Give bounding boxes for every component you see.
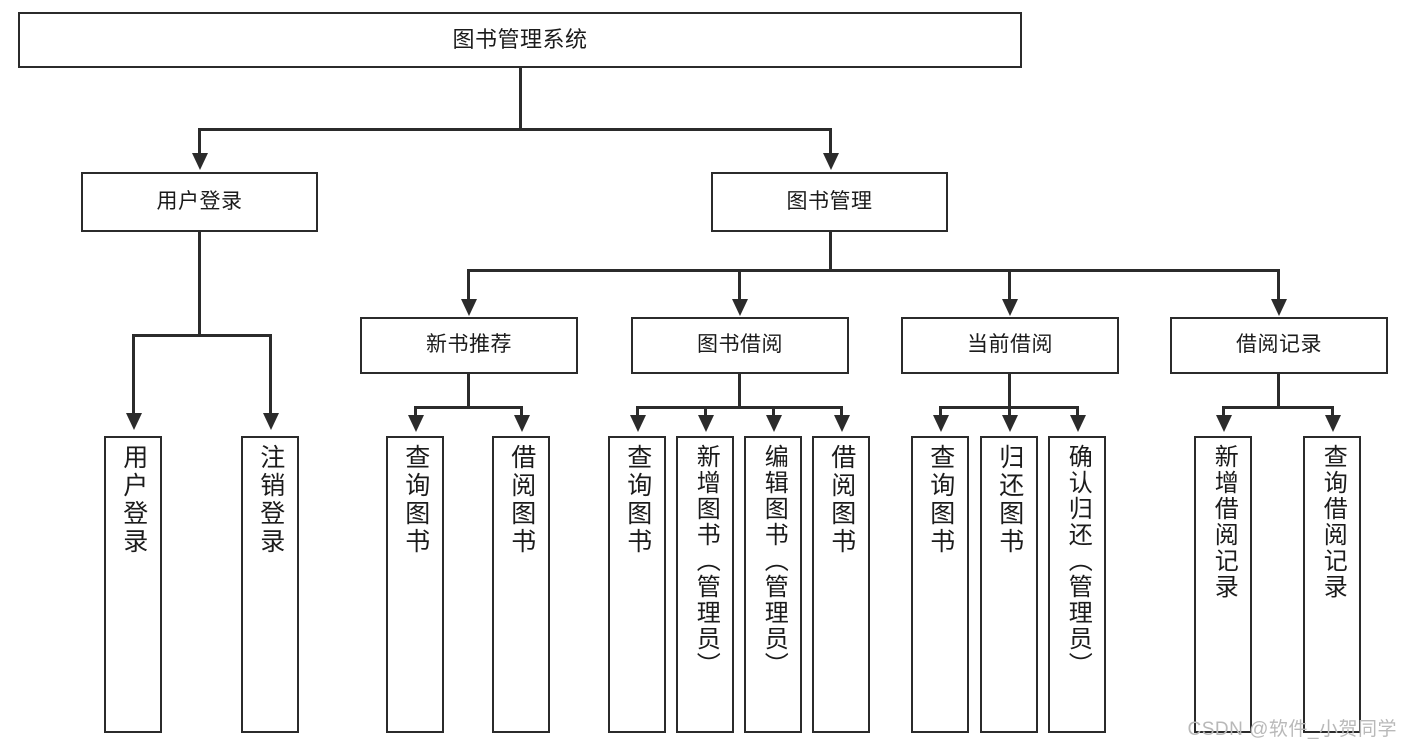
arrow-book-borrow-to-leaf-4	[834, 415, 850, 432]
node-book-borrow[interactable]: 图书借阅	[631, 317, 849, 374]
connector-book-management-stem	[829, 232, 832, 272]
leaf-book-borrow-edit-admin[interactable]: 编辑图书（管理员）	[744, 436, 802, 733]
arrow-book-borrow-to-leaf-3	[766, 415, 782, 432]
connector-user-login-stem	[198, 232, 201, 336]
node-book-management[interactable]: 图书管理	[711, 172, 948, 232]
connector-borrow-record-to-leaf-1	[1222, 406, 1225, 418]
node-label: 用户登录	[119, 444, 148, 556]
node-label: 用户登录	[156, 189, 243, 213]
node-new-book-recommend[interactable]: 新书推荐	[360, 317, 578, 374]
connector-bm-to-current-borrow	[1008, 269, 1011, 301]
leaf-user-login-login[interactable]: 用户登录	[104, 436, 162, 733]
node-label: 当前借阅	[967, 333, 1053, 357]
arrow-borrow-record-to-leaf-2	[1325, 415, 1341, 432]
node-label: 新书推荐	[426, 333, 512, 357]
node-label: 新增借阅记录	[1210, 444, 1238, 600]
node-label: 图书管理系统	[452, 27, 588, 53]
connector-user-login-to-leaf-1	[132, 334, 135, 416]
connector-new-book-to-leaf-1	[414, 406, 417, 418]
arrow-root-to-book-management	[823, 153, 839, 170]
connector-current-borrow-to-leaf-3	[1076, 406, 1079, 418]
node-label: 借阅图书	[827, 444, 856, 556]
arrow-user-login-to-leaf-2	[263, 413, 279, 430]
leaf-book-borrow-add-admin[interactable]: 新增图书（管理员）	[676, 436, 734, 733]
node-label: 借阅图书	[507, 444, 536, 556]
node-borrow-record[interactable]: 借阅记录	[1170, 317, 1388, 374]
leaf-new-book-query[interactable]: 查询图书	[386, 436, 444, 733]
leaf-book-borrow-query[interactable]: 查询图书	[608, 436, 666, 733]
connector-bm-to-new-book	[467, 269, 470, 301]
connector-current-borrow-to-leaf-1	[939, 406, 942, 418]
node-root-book-management-system[interactable]: 图书管理系统	[18, 12, 1022, 68]
connector-new-book-bar	[414, 406, 523, 409]
connector-current-borrow-to-leaf-2	[1008, 406, 1011, 418]
node-label: 注销登录	[256, 444, 285, 556]
connector-book-borrow-to-leaf-4	[840, 406, 843, 418]
connector-bm-to-book-borrow	[738, 269, 741, 301]
arrow-book-borrow-to-leaf-1	[630, 415, 646, 432]
arrow-new-book-to-leaf-1	[408, 415, 424, 432]
arrow-user-login-to-leaf-1	[126, 413, 142, 430]
leaf-new-book-borrow[interactable]: 借阅图书	[492, 436, 550, 733]
node-label: 图书借阅	[697, 333, 783, 357]
node-label: 归还图书	[995, 444, 1024, 556]
connector-book-borrow-to-leaf-2	[704, 406, 707, 418]
arrow-current-borrow-to-leaf-3	[1070, 415, 1086, 432]
node-label: 借阅记录	[1236, 333, 1322, 357]
connector-book-borrow-to-leaf-1	[636, 406, 639, 418]
arrow-borrow-record-to-leaf-1	[1216, 415, 1232, 432]
connector-root-to-user-login	[198, 128, 201, 156]
leaf-user-login-logout[interactable]: 注销登录	[241, 436, 299, 733]
arrow-root-to-user-login	[192, 153, 208, 170]
arrow-current-borrow-to-leaf-1	[933, 415, 949, 432]
node-label: 查询图书	[623, 444, 652, 556]
node-label: 新增图书（管理员）	[692, 444, 720, 678]
connector-book-borrow-stem	[738, 374, 741, 408]
connector-book-borrow-to-leaf-3	[772, 406, 775, 418]
leaf-current-borrow-query[interactable]: 查询图书	[911, 436, 969, 733]
connector-root-to-book-management	[829, 128, 832, 156]
arrow-new-book-to-leaf-2	[514, 415, 530, 432]
node-label: 查询图书	[926, 444, 955, 556]
arrow-current-borrow-to-leaf-2	[1002, 415, 1018, 432]
connector-user-login-to-leaf-2	[269, 334, 272, 416]
arrow-bm-to-book-borrow	[732, 299, 748, 316]
node-label: 查询借阅记录	[1319, 444, 1347, 600]
node-current-borrow[interactable]: 当前借阅	[901, 317, 1119, 374]
node-user-login[interactable]: 用户登录	[81, 172, 318, 232]
leaf-borrow-record-add[interactable]: 新增借阅记录	[1194, 436, 1252, 733]
node-label: 图书管理	[786, 189, 873, 213]
leaf-book-borrow-borrow[interactable]: 借阅图书	[812, 436, 870, 733]
connector-user-login-bar	[132, 334, 272, 337]
connector-borrow-record-to-leaf-2	[1331, 406, 1334, 418]
leaf-current-borrow-confirm-admin[interactable]: 确认归还（管理员）	[1048, 436, 1106, 733]
connector-book-borrow-bar	[636, 406, 842, 409]
connector-new-book-stem	[467, 374, 470, 408]
arrow-bm-to-current-borrow	[1002, 299, 1018, 316]
connector-root-stem	[519, 68, 522, 130]
node-label: 确认归还（管理员）	[1064, 444, 1092, 678]
node-label: 编辑图书（管理员）	[760, 444, 788, 678]
connector-borrow-record-stem	[1277, 374, 1280, 408]
connector-new-book-to-leaf-2	[520, 406, 523, 418]
leaf-current-borrow-return[interactable]: 归还图书	[980, 436, 1038, 733]
csdn-watermark: CSDN @软件_小贺同学	[1187, 719, 1397, 740]
connector-book-management-bar	[467, 269, 1279, 272]
arrow-bm-to-new-book	[461, 299, 477, 316]
arrow-book-borrow-to-leaf-2	[698, 415, 714, 432]
connector-bm-to-borrow-record	[1277, 269, 1280, 301]
connector-current-borrow-stem	[1008, 374, 1011, 408]
leaf-borrow-record-query[interactable]: 查询借阅记录	[1303, 436, 1361, 733]
node-label: 查询图书	[401, 444, 430, 556]
connector-root-bar	[198, 128, 832, 131]
connector-borrow-record-bar	[1222, 406, 1334, 409]
arrow-bm-to-borrow-record	[1271, 299, 1287, 316]
